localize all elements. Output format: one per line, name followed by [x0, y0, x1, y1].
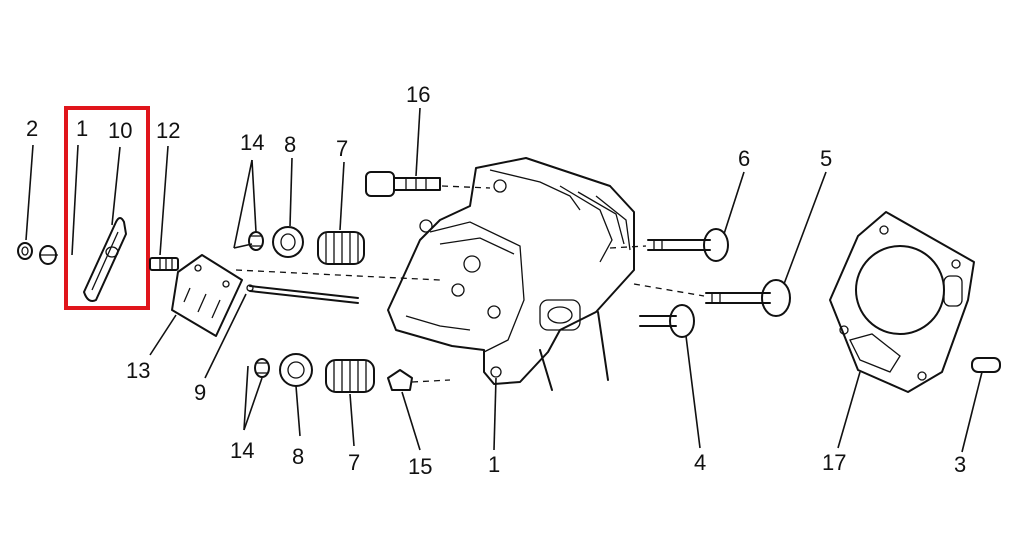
label-4: 4 [694, 450, 706, 475]
leader-16 [415, 107, 421, 177]
leader-8-bottom [295, 385, 301, 437]
part-1-cylinder-head[interactable] [387, 157, 635, 391]
label-8-bottom: 8 [292, 444, 304, 469]
leader-14-bottom-b [243, 377, 263, 431]
leader-1-bottom [493, 377, 497, 451]
leader-4 [685, 335, 701, 449]
leader-9 [204, 293, 247, 379]
leader-7-bottom [349, 393, 355, 447]
part-17-head-gasket[interactable] [829, 211, 975, 393]
label-1-top: 1 [76, 116, 88, 141]
part-10-rocker-arm[interactable] [83, 217, 127, 302]
label-12: 12 [156, 118, 180, 143]
part-1-pivot[interactable] [39, 245, 58, 265]
part-14-keeper-bottom[interactable] [254, 358, 270, 378]
label-6: 6 [738, 146, 750, 171]
part-2-nut[interactable] [17, 242, 33, 260]
label-3: 3 [954, 452, 966, 477]
leader-8-top [289, 157, 293, 227]
label-14-bottom: 14 [230, 438, 254, 463]
label-13: 13 [126, 358, 150, 383]
leader-6 [723, 171, 745, 235]
leader-14-top-c [233, 243, 253, 249]
label-14-top: 14 [240, 130, 264, 155]
part-3-dowel-pin[interactable] [971, 357, 1001, 373]
leader-17 [837, 371, 861, 449]
label-15: 15 [408, 454, 432, 479]
axis-top [235, 269, 441, 281]
leader-14-top-a [233, 159, 253, 249]
axis-6 [609, 245, 647, 249]
part-4-valve[interactable] [639, 304, 695, 338]
leader-2 [25, 144, 34, 241]
axis-16 [441, 185, 491, 189]
leader-14-bottom-a [243, 365, 249, 431]
label-7-bottom: 7 [348, 450, 360, 475]
label-5: 5 [820, 146, 832, 171]
part-16-bolt[interactable] [365, 171, 441, 197]
leader-12 [159, 145, 169, 256]
leader-5 [783, 171, 827, 285]
label-16: 16 [406, 82, 430, 107]
part-12-stud-bolt[interactable] [149, 257, 179, 271]
label-10: 10 [108, 118, 132, 143]
leader-1-top [71, 144, 79, 256]
part-15-valve-seal[interactable] [387, 369, 413, 391]
label-2: 2 [26, 116, 38, 141]
part-13-guide-plate[interactable] [171, 254, 243, 337]
part-6-valve[interactable] [647, 228, 729, 262]
leader-10 [111, 146, 121, 226]
part-7-spring-top[interactable] [317, 231, 365, 265]
label-17: 17 [822, 450, 846, 475]
leader-3 [961, 371, 983, 453]
label-1-bottom: 1 [488, 452, 500, 477]
part-8-retainer-top[interactable] [272, 226, 304, 258]
leader-7-top [339, 161, 345, 231]
leader-14-top-b [251, 159, 257, 233]
part-9-push-rod[interactable] [246, 284, 359, 304]
axis-bottom [411, 379, 451, 383]
label-9: 9 [194, 380, 206, 405]
part-5-valve[interactable] [705, 279, 791, 317]
highlight-box [64, 106, 150, 310]
part-8-retainer-bottom[interactable] [279, 353, 313, 387]
leader-15 [401, 391, 421, 451]
part-7-spring-bottom[interactable] [325, 359, 375, 393]
part-14-keeper-top[interactable] [248, 231, 264, 251]
axis-5 [633, 283, 705, 297]
label-8-top: 8 [284, 132, 296, 157]
leader-13 [149, 314, 177, 356]
label-7-top: 7 [336, 136, 348, 161]
